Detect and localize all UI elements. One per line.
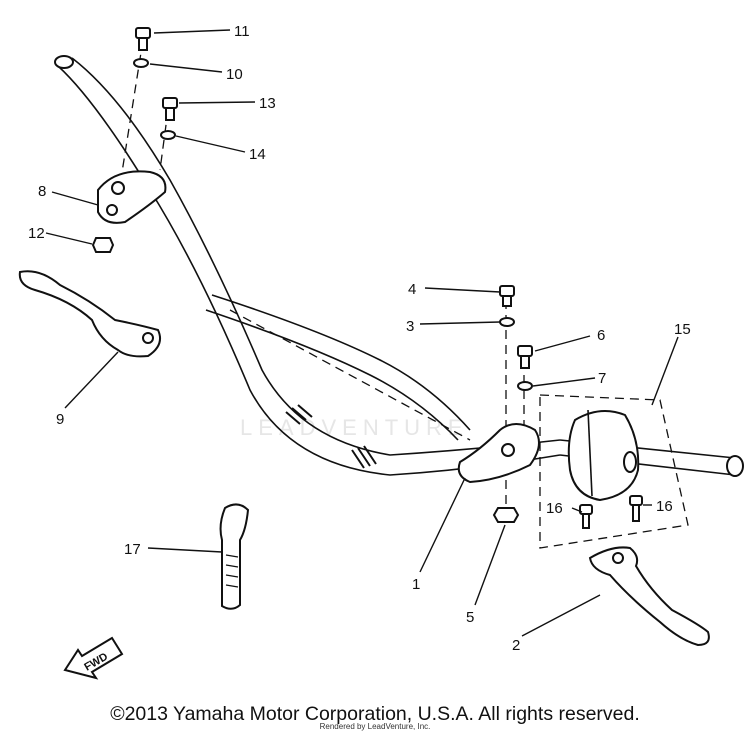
- callout-1: 1: [412, 576, 420, 593]
- callout-7: 7: [598, 370, 606, 387]
- bolt-part-13: [162, 97, 178, 121]
- callout-3: 3: [406, 318, 414, 335]
- render-credit: Rendered by LeadVenture, Inc.: [319, 722, 431, 731]
- bolt-part-4: [499, 285, 515, 307]
- throttle-assembly-part-15: [539, 394, 689, 549]
- copyright-footer: ©2013 Yamaha Motor Corporation, U.S.A. A…: [110, 703, 640, 725]
- callout-12: 12: [28, 225, 45, 242]
- washer-part-14: [160, 130, 176, 140]
- strap-part-17: [219, 503, 250, 610]
- callout-13: 13: [259, 95, 276, 112]
- left-clamp-part-8: [97, 170, 167, 224]
- callout-15: 15: [674, 321, 691, 338]
- callout-17: 17: [124, 541, 141, 558]
- callout-16-right: 16: [656, 498, 673, 515]
- bolt-part-11: [135, 27, 151, 51]
- callout-8: 8: [38, 183, 46, 200]
- callout-4: 4: [408, 281, 416, 298]
- assembly-guide-lines: [119, 39, 525, 520]
- screw-part-16-b: [629, 495, 643, 522]
- callout-9: 9: [56, 411, 64, 428]
- brake-lever-part-2: [588, 546, 710, 647]
- handlebar-tube: [54, 55, 744, 477]
- washer-part-7: [517, 381, 533, 391]
- callout-10: 10: [226, 66, 243, 83]
- bolt-part-6: [517, 345, 533, 369]
- nut-part-5: [492, 507, 520, 523]
- screw-part-16-a: [579, 504, 593, 529]
- callout-5: 5: [466, 609, 474, 626]
- nut-part-12: [91, 237, 115, 253]
- washer-part-10: [133, 58, 149, 68]
- callout-16-left: 16: [546, 500, 563, 517]
- fwd-arrow-icon: FWD: [63, 636, 124, 680]
- clutch-lever-part-9: [18, 270, 161, 358]
- callout-2: 2: [512, 637, 520, 654]
- callout-leaders: [45, 29, 679, 637]
- washer-part-3: [499, 317, 515, 327]
- clamp-holder-part-1: [457, 423, 540, 484]
- callout-11: 11: [234, 23, 250, 40]
- callout-labels: 11 10 13 14 8 12 9 4 3 6 7 15 16 16 1 5 …: [28, 23, 691, 654]
- callout-14: 14: [249, 146, 266, 163]
- callout-6: 6: [597, 327, 605, 344]
